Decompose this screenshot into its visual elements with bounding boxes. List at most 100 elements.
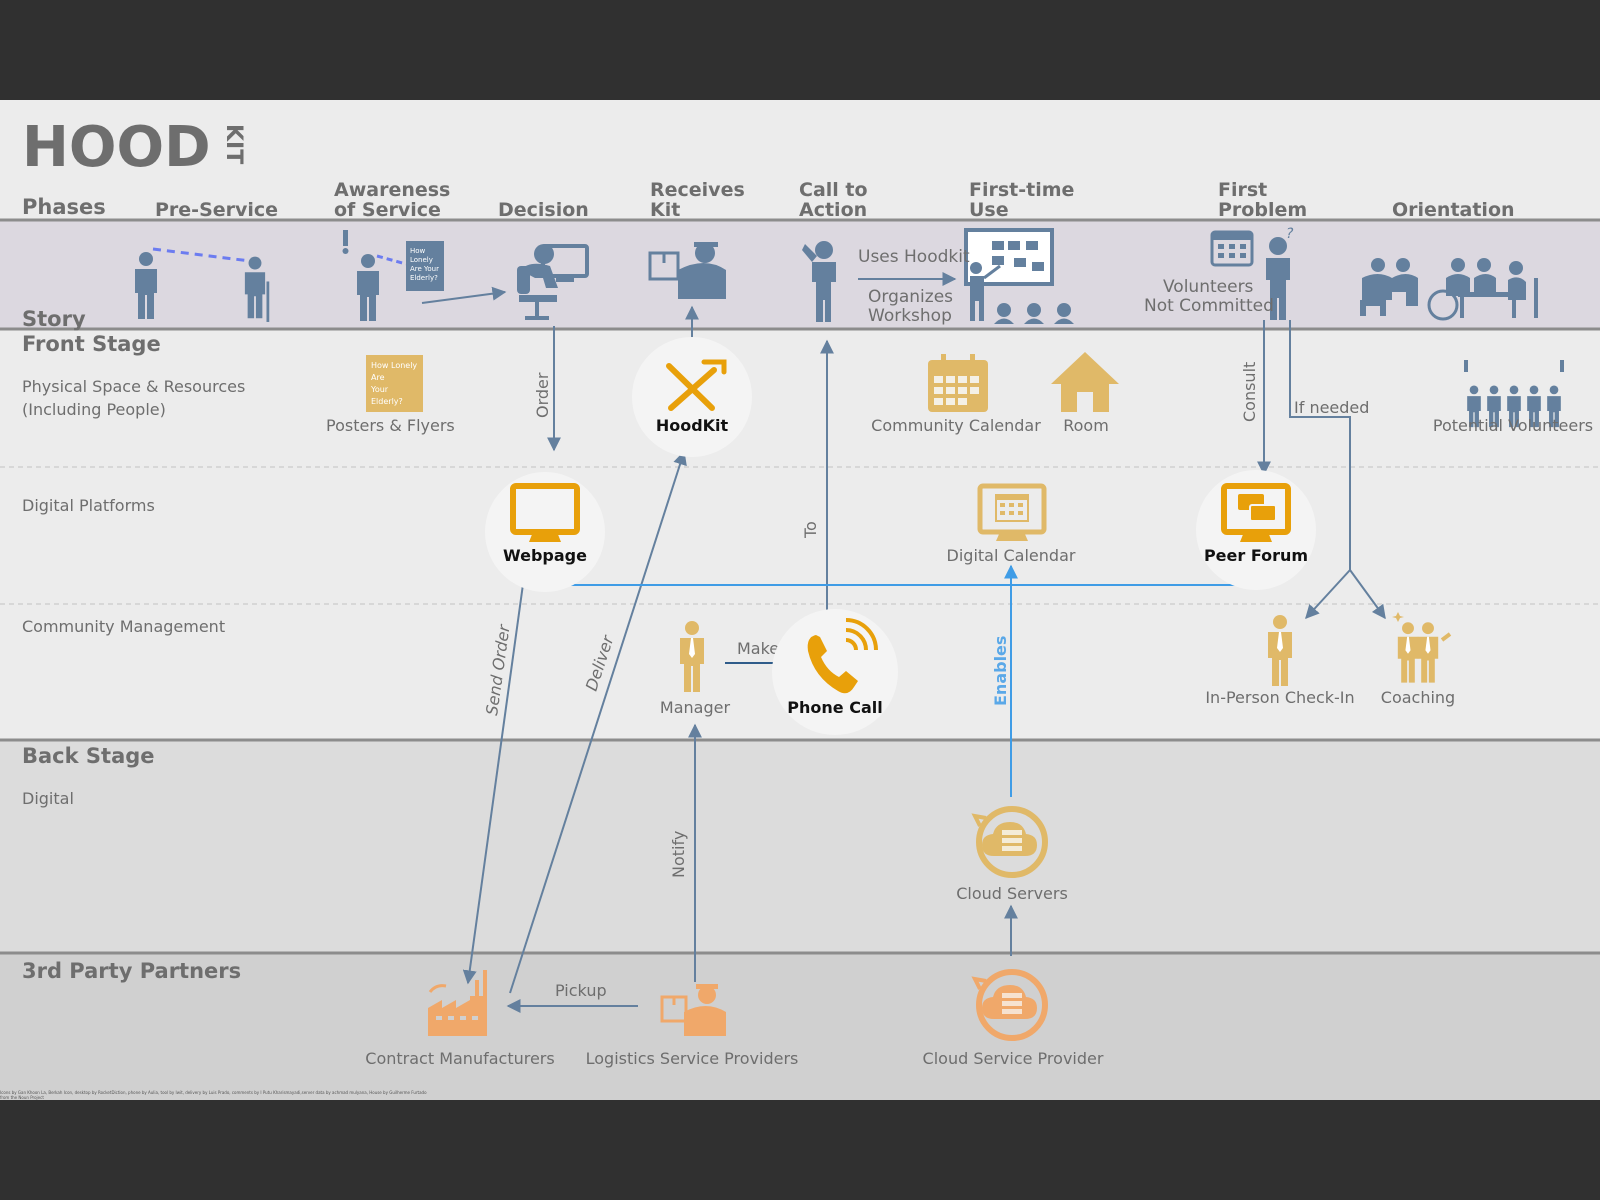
phase-pre-service: Pre-Service xyxy=(155,199,278,221)
phase-decision: Decision xyxy=(498,199,589,221)
connector-awareness-decision xyxy=(421,286,507,304)
elderly-icon xyxy=(244,256,270,322)
story-volunteers-l1: Volunteers xyxy=(1163,277,1254,297)
phase-first-use-l1: First-time xyxy=(969,179,1074,201)
calendar-icon xyxy=(1210,230,1254,267)
edge-label-consult: Consult xyxy=(1240,362,1259,422)
lane-digital: Digital xyxy=(22,789,74,808)
phase-orientation: Orientation xyxy=(1392,199,1515,221)
phone-icon xyxy=(807,618,878,694)
edge-label-make: Make xyxy=(737,639,779,658)
digital-calendar-icon xyxy=(977,483,1047,541)
phase-receives-l1: Receives xyxy=(650,179,745,201)
forum-icon xyxy=(1221,483,1291,542)
node-contract-manufacturers: Contract Manufacturers xyxy=(365,1049,554,1068)
calendar-icon xyxy=(928,354,988,412)
node-in-person: In-Person Check-In xyxy=(1205,688,1354,707)
node-coaching: Coaching xyxy=(1381,688,1455,707)
node-potential-volunteers: Potential Volunteers xyxy=(1433,416,1593,435)
story-poster-line-1: How xyxy=(410,247,426,255)
house-icon xyxy=(1051,352,1119,412)
tools-icon xyxy=(666,359,727,411)
logo-kit: KIT xyxy=(221,124,246,164)
phase-receives-l2: Kit xyxy=(650,199,680,221)
cloud-provider-icon xyxy=(971,969,1048,1041)
svg-text:?: ? xyxy=(1286,226,1294,242)
lane-back-stage: Back Stage xyxy=(22,744,155,768)
workshop-board-icon xyxy=(964,228,1074,324)
phase-awareness-l1: Awareness xyxy=(334,179,450,201)
node-cloud-servers: Cloud Servers xyxy=(956,884,1068,903)
volunteers-icon xyxy=(1464,360,1564,428)
phase-first-problem-l2: Problem xyxy=(1218,199,1307,221)
story-volunteers-l2: Not Committed xyxy=(1144,296,1274,316)
group-table-icon xyxy=(1360,258,1538,321)
desk-user-icon xyxy=(517,244,589,320)
lane-physical-l2: (Including People) xyxy=(22,400,166,419)
logo-hood: HOOD xyxy=(22,115,211,180)
phase-first-problem-l1: First xyxy=(1218,179,1267,201)
edge-label-notify: Notify xyxy=(669,831,688,878)
connector-send-order xyxy=(462,576,525,985)
node-manager: Manager xyxy=(660,698,731,717)
edge-label-if-needed: If needed xyxy=(1294,398,1369,417)
phase-call-l2: Action xyxy=(799,199,867,221)
node-room: Room xyxy=(1063,416,1109,435)
story-poster-line-4: Elderly? xyxy=(410,274,438,282)
lane-third-party: 3rd Party Partners xyxy=(22,959,241,983)
poster-line-1: How Lonely xyxy=(371,361,417,370)
credits-line-1: Icons by Gan Khoon La, Berkah Icon, desk… xyxy=(0,1090,427,1095)
edge-label-enables: Enables xyxy=(991,636,1010,706)
thinking-person-icon xyxy=(802,241,836,322)
icon-credits: Icons by Gan Khoon La, Berkah Icon, desk… xyxy=(0,1090,520,1100)
lane-community-management: Community Management xyxy=(22,617,225,636)
lane-front-stage: Front Stage xyxy=(22,332,161,356)
phone-call-node xyxy=(772,609,898,735)
confused-person-icon: ? xyxy=(1266,226,1294,320)
delivery-person-icon xyxy=(648,242,726,299)
phases-label: Phases xyxy=(22,195,106,219)
credits-line-2: from the Noun Project xyxy=(0,1095,44,1100)
poster-line-2: Are xyxy=(371,373,385,382)
node-hoodkit: HoodKit xyxy=(656,416,729,435)
exclamation-icon xyxy=(343,230,348,246)
factory-icon xyxy=(428,970,487,1036)
third-party-band xyxy=(0,953,1600,1100)
poster-icon xyxy=(406,241,444,291)
cloud-server-icon xyxy=(971,806,1048,878)
gaze-dashed-line xyxy=(152,247,251,263)
poster-line-4: Elderly? xyxy=(371,397,403,406)
connector-deliver xyxy=(509,450,687,994)
node-phone-call: Phone Call xyxy=(787,698,882,717)
story-poster-line-2: Lonely xyxy=(410,256,433,264)
connector-if-needed xyxy=(1289,320,1351,570)
edge-label-pickup: Pickup xyxy=(555,981,607,1000)
lane-story: Story xyxy=(22,307,86,331)
delivery-person-icon xyxy=(660,984,726,1036)
poster-line-3: Your xyxy=(370,385,389,394)
phase-first-use-l2: Use xyxy=(969,199,1009,221)
story-organizes-l1: Organizes xyxy=(868,287,953,307)
lane-digital-platforms: Digital Platforms xyxy=(22,496,155,515)
lane-physical-l1: Physical Space & Resources xyxy=(22,377,245,396)
story-organizes-l2: Workshop xyxy=(868,306,952,326)
phase-awareness-l2: of Service xyxy=(334,199,441,221)
monitor-icon xyxy=(510,483,580,542)
coaching-icon xyxy=(1392,612,1452,683)
edge-label-to: To xyxy=(801,521,820,539)
story-poster-line-3: Are Your xyxy=(410,265,439,273)
story-uses-hoodkit: Uses Hoodkit xyxy=(858,247,970,267)
phase-call-l1: Call to xyxy=(799,179,868,201)
node-community-calendar: Community Calendar xyxy=(871,416,1041,435)
node-webpage: Webpage xyxy=(503,546,587,565)
node-posters: Posters & Flyers xyxy=(326,416,455,435)
poster-icon: How Lonely Are Your Elderly? xyxy=(366,355,423,412)
back-stage-band xyxy=(0,740,1600,953)
edge-label-order: Order xyxy=(533,372,552,418)
node-cloud-provider: Cloud Service Provider xyxy=(923,1049,1104,1068)
node-logistics: Logistics Service Providers xyxy=(586,1049,799,1068)
hoodkit-node xyxy=(632,337,752,457)
node-digital-calendar: Digital Calendar xyxy=(947,546,1076,565)
